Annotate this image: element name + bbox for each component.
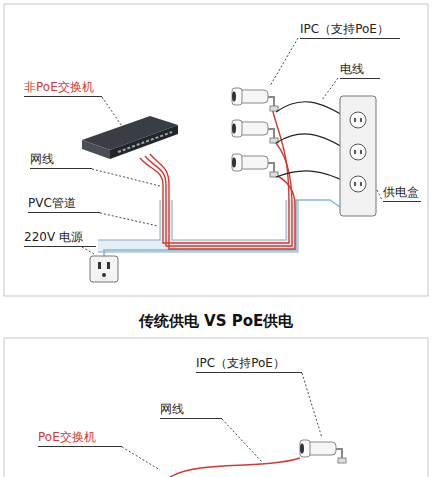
- panel: [4, 338, 428, 477]
- pvc-pipe: [98, 200, 292, 246]
- part-label: IPC（支持PoE）: [196, 356, 302, 373]
- part-label: 非PoE交换机: [24, 80, 102, 97]
- part-label: 电线: [340, 62, 380, 79]
- camera: [232, 88, 278, 111]
- panel: [4, 4, 428, 296]
- part-label: 220V 电源: [24, 230, 96, 247]
- camera: [232, 154, 278, 177]
- power-box: [340, 96, 376, 216]
- leader-line: [82, 38, 382, 470]
- power-outlet: [90, 200, 350, 282]
- part-label: 网线: [160, 402, 222, 419]
- diagram-title: 传统供电 VS PoE供电: [0, 312, 432, 330]
- part-label: 供电盒: [383, 185, 421, 202]
- part-label: IPC（支持PoE）: [300, 22, 400, 39]
- camera: [232, 120, 278, 143]
- bottom-illustration: [170, 440, 346, 477]
- power-wire: [276, 102, 350, 184]
- part-label: PVC管道: [28, 196, 100, 213]
- part-label: PoE交换机: [38, 430, 122, 447]
- part-label: 网线: [30, 152, 92, 169]
- switch: [82, 116, 178, 159]
